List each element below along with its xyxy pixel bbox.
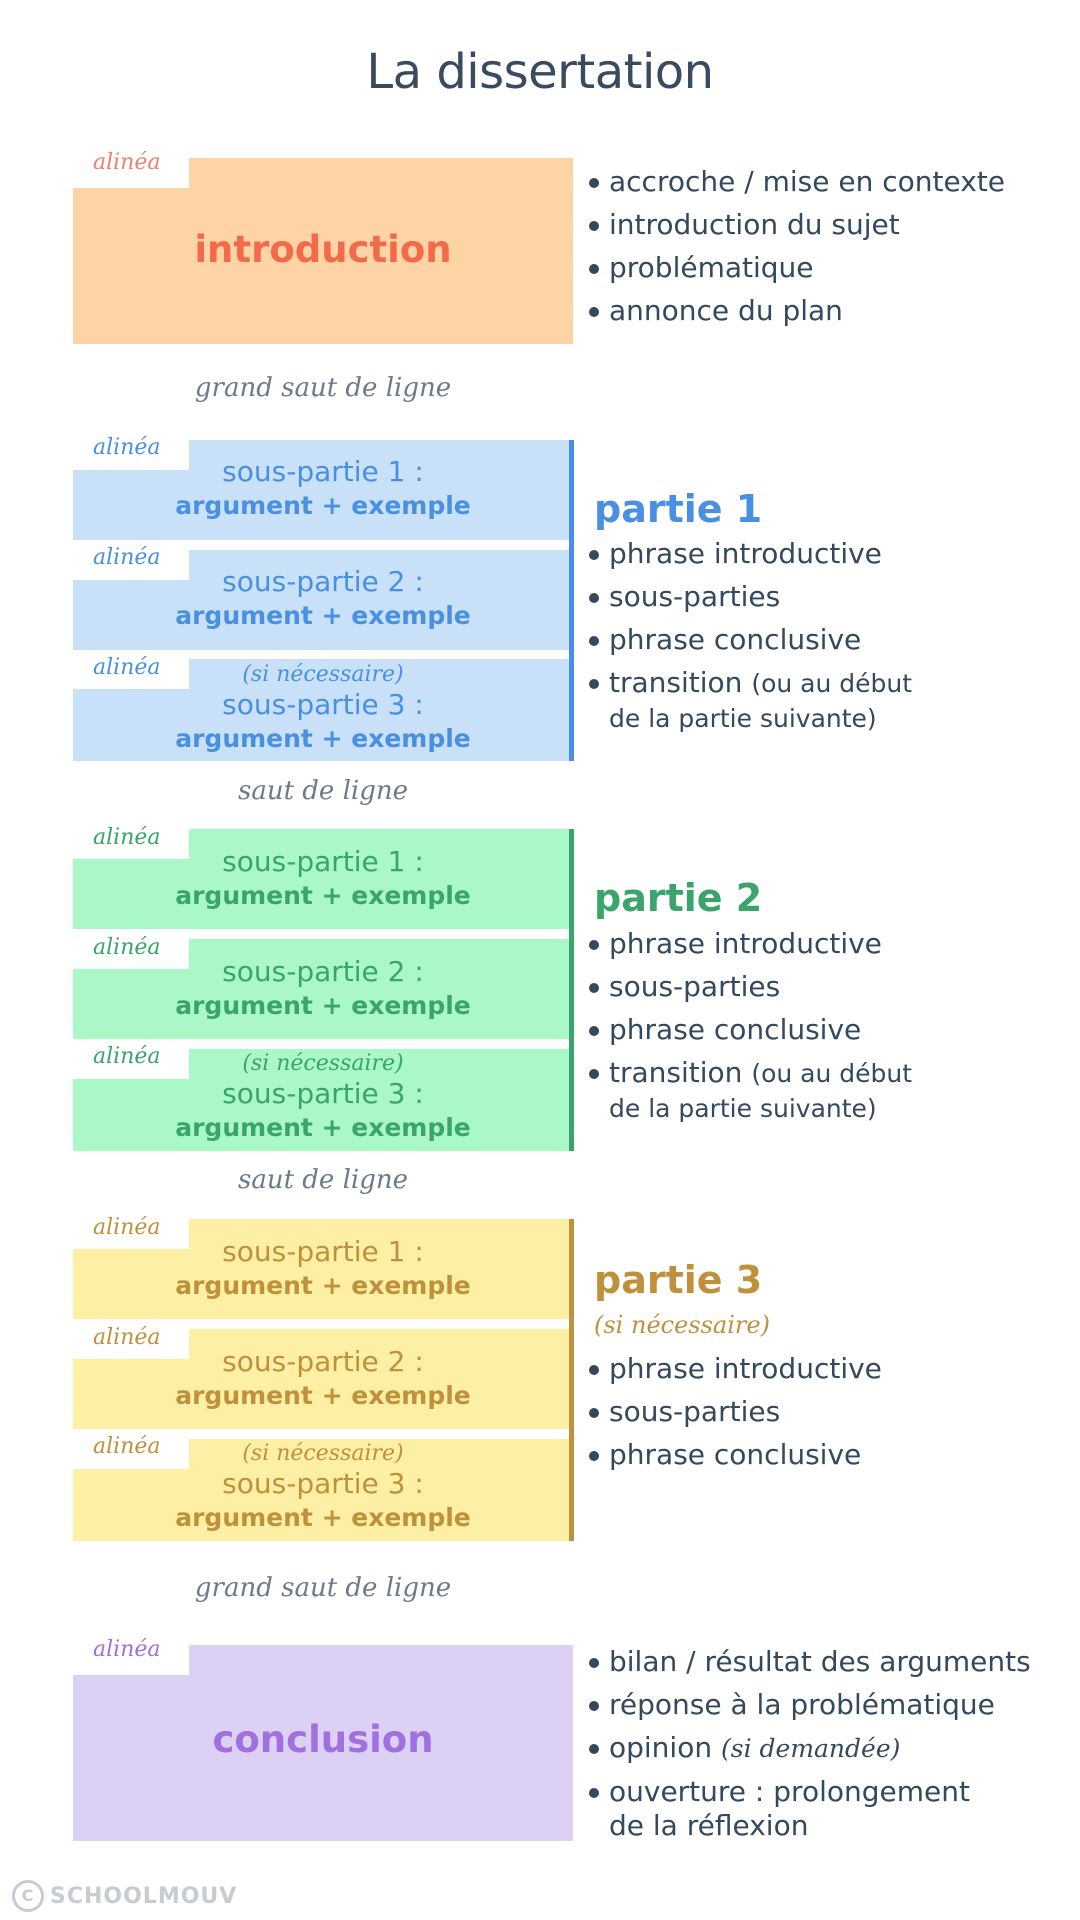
subpart-content: argument + exemple — [175, 881, 471, 910]
subpart-title: sous-partie 3 : — [222, 688, 424, 721]
subpart-label: sous-partie 3 : argument + exemple — [73, 688, 573, 756]
subpart-label: sous-partie 2 : argument + exemple — [73, 1345, 573, 1413]
list-item: problématique — [587, 251, 1005, 285]
alinea-label: alinéa — [93, 1434, 161, 1459]
alinea-label: alinéa — [93, 1637, 161, 1662]
part2-bracket — [569, 829, 574, 1151]
subpart-title: sous-partie 2 : — [222, 565, 424, 598]
introduction-block — [73, 158, 573, 344]
list-item: phrase introductive — [587, 537, 912, 571]
subpart-title: sous-partie 1 : — [222, 455, 424, 488]
subpart-content: argument + exemple — [175, 1271, 471, 1300]
subpart-label: sous-partie 1 : argument + exemple — [73, 1235, 573, 1303]
transition-note: (ou au début — [751, 1059, 913, 1088]
alinea-label: alinéa — [93, 655, 161, 680]
page-title: La dissertation — [366, 44, 714, 100]
transition-word: transition — [609, 666, 743, 699]
footer-brand: C SCHOOLMOUV — [12, 1880, 237, 1912]
transition-note: (ou au début — [751, 669, 913, 698]
list-item: sous-parties — [587, 1395, 882, 1429]
subpart-title: sous-partie 3 : — [222, 1077, 424, 1110]
introduction-label: introduction — [194, 228, 452, 271]
list-item: transition (ou au début de la partie suiv… — [587, 1056, 912, 1126]
part1-title: partie 1 — [594, 487, 763, 531]
subpart-content: argument + exemple — [175, 1503, 471, 1532]
subpart-title: sous-partie 3 : — [222, 1467, 424, 1500]
subpart-label: sous-partie 1 : argument + exemple — [73, 845, 573, 913]
alinea-label: alinéa — [93, 1044, 161, 1069]
alinea-label: alinéa — [93, 150, 161, 175]
list-item: accroche / mise en contexte — [587, 165, 1005, 199]
list-item: sous-parties — [587, 580, 912, 614]
alinea-label: alinéa — [93, 825, 161, 850]
part3-title: partie 3 — [594, 1258, 763, 1302]
list-item: phrase conclusive — [587, 1013, 912, 1047]
subpart-content: argument + exemple — [175, 991, 471, 1020]
alinea-label: alinéa — [93, 935, 161, 960]
alinea-label: alinéa — [93, 545, 161, 570]
conclusion-label: conclusion — [212, 1718, 434, 1761]
subpart-title: sous-partie 2 : — [222, 1345, 424, 1378]
list-item: annonce du plan — [587, 294, 1005, 328]
subpart-title: sous-partie 1 : — [222, 845, 424, 878]
subpart-label: sous-partie 2 : argument + exemple — [73, 565, 573, 633]
copyright-icon: C — [12, 1880, 44, 1912]
subpart-label: sous-partie 3 : argument + exemple — [73, 1467, 573, 1535]
transition-note: de la partie suivante) — [609, 704, 877, 733]
big-gap-label: grand saut de ligne — [194, 1573, 452, 1603]
ouverture-line1: ouverture : prolongement — [609, 1775, 970, 1808]
subpart-content: argument + exemple — [175, 1381, 471, 1410]
subpart-label: sous-partie 1 : argument + exemple — [73, 455, 573, 523]
subpart-title: sous-partie 1 : — [222, 1235, 424, 1268]
optional-note: (si nécessaire) — [242, 1441, 404, 1466]
optional-note: (si nécessaire) — [242, 662, 404, 687]
conclusion-bullets: bilan / résultat des arguments réponse à… — [587, 1645, 1031, 1852]
alinea-label: alinéa — [93, 1325, 161, 1350]
list-item: opinion (si demandée) — [587, 1731, 1031, 1766]
part1-bracket — [569, 440, 574, 761]
conclusion-block — [73, 1645, 573, 1841]
list-item: phrase introductive — [587, 1352, 882, 1386]
list-item: phrase introductive — [587, 927, 912, 961]
optional-note: (si nécessaire) — [242, 1051, 404, 1076]
gap-label: saut de ligne — [237, 1165, 408, 1195]
list-item: phrase conclusive — [587, 1438, 882, 1472]
ouverture-line2: de la réflexion — [609, 1809, 809, 1842]
subpart-content: argument + exemple — [175, 601, 471, 630]
subpart-content: argument + exemple — [175, 491, 471, 520]
opinion-note: (si demandée) — [721, 1734, 901, 1763]
part3-bracket — [569, 1219, 574, 1541]
part3-bullets: phrase introductive sous-parties phrase … — [587, 1352, 882, 1481]
part3-optional-note: (si nécessaire) — [594, 1311, 770, 1339]
list-item: introduction du sujet — [587, 208, 1005, 242]
introduction-bullets: accroche / mise en contexte introduction… — [587, 165, 1005, 337]
part2-bullets: phrase introductive sous-parties phrase … — [587, 927, 912, 1135]
part1-bullets: phrase introductive sous-parties phrase … — [587, 537, 912, 745]
subpart-label: sous-partie 2 : argument + exemple — [73, 955, 573, 1023]
gap-label: saut de ligne — [237, 776, 408, 806]
part2-title: partie 2 — [594, 876, 763, 920]
subpart-content: argument + exemple — [175, 724, 471, 753]
opinion-text: opinion — [609, 1731, 713, 1764]
alinea-label: alinéa — [93, 435, 161, 460]
brand-name: SCHOOLMOUV — [50, 1883, 238, 1909]
subpart-title: sous-partie 2 : — [222, 955, 424, 988]
list-item: bilan / résultat des arguments — [587, 1645, 1031, 1679]
subpart-label: sous-partie 3 : argument + exemple — [73, 1077, 573, 1145]
transition-word: transition — [609, 1056, 743, 1089]
alinea-label: alinéa — [93, 1215, 161, 1240]
big-gap-label: grand saut de ligne — [194, 373, 452, 403]
list-item: transition (ou au début de la partie suiv… — [587, 666, 912, 736]
transition-note: de la partie suivante) — [609, 1094, 877, 1123]
subpart-content: argument + exemple — [175, 1113, 471, 1142]
list-item: réponse à la problématique — [587, 1688, 1031, 1722]
list-item: sous-parties — [587, 970, 912, 1004]
list-item: phrase conclusive — [587, 623, 912, 657]
